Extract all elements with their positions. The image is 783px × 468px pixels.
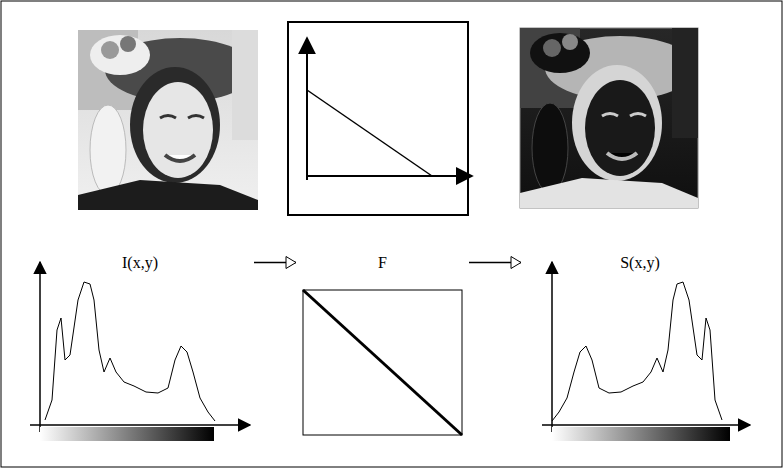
transfer-curve xyxy=(288,22,472,215)
output-histogram xyxy=(542,262,750,441)
function-panel: F xyxy=(300,250,465,440)
function-plot xyxy=(303,290,462,435)
label-text: S(x,y) xyxy=(618,254,662,271)
panel-label: I(x,y) xyxy=(30,250,250,272)
output-histogram-panel: S(x,y) xyxy=(525,250,755,445)
flow-arrow xyxy=(254,262,296,264)
input-histogram xyxy=(30,262,250,441)
panel-label: F xyxy=(300,250,465,272)
label-text: F xyxy=(376,254,389,271)
flow-arrow xyxy=(469,262,521,264)
negative-photo xyxy=(520,28,698,208)
original-photo xyxy=(78,30,258,210)
input-histogram-panel: I(x,y) xyxy=(30,250,250,445)
label-text: I(x,y) xyxy=(120,254,160,271)
panel-label: S(x,y) xyxy=(525,250,755,272)
